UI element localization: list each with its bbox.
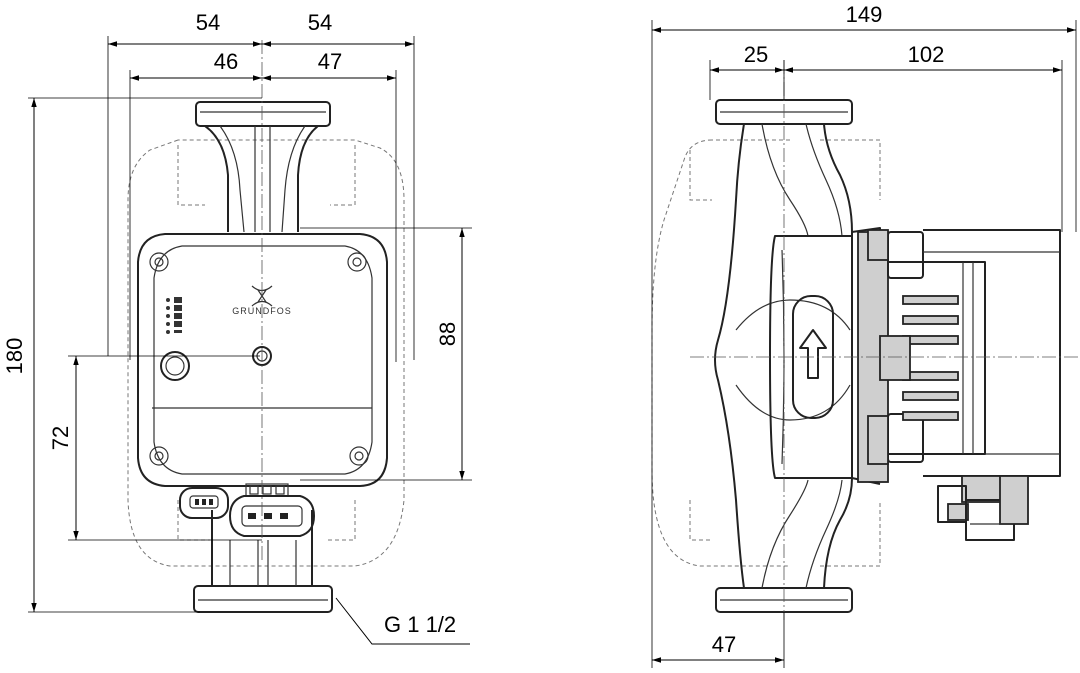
label-side-right: 102: [908, 42, 945, 67]
side-motor-body: [769, 235, 853, 479]
indicator-lights-icon: [166, 297, 182, 334]
label-front-inner-left: 46: [214, 49, 238, 74]
svg-text:GRUNDFOS: GRUNDFOS: [232, 306, 292, 316]
front-lower-neck: [211, 510, 313, 586]
side-insulation-outline: [651, 139, 790, 567]
label-front-inner-right: 47: [318, 49, 342, 74]
side-connector: [937, 475, 1029, 541]
label-side-left: 25: [744, 42, 768, 67]
front-top-flange: [195, 101, 331, 127]
label-front-outer-left: 54: [196, 10, 220, 35]
heat-sink-fins: [879, 262, 974, 454]
front-connector-large: [229, 483, 315, 537]
front-bottom-flange: [193, 585, 333, 613]
label-thread: G 1 1/2: [384, 612, 456, 637]
front-connector-small: [179, 487, 229, 519]
side-view: 149 25 102 47: [651, 2, 1078, 668]
label-side-bottom: 47: [712, 632, 736, 657]
label-front-outer-right: 54: [308, 10, 332, 35]
label-front-lower: 72: [48, 426, 73, 450]
mode-button-icon: [160, 351, 190, 381]
thread-leader: [335, 597, 470, 645]
front-control-box: [137, 233, 388, 487]
screw-icon: [149, 252, 369, 466]
side-electronics-housing: [923, 229, 1061, 477]
front-upper-neck: [204, 125, 319, 232]
front-view: GRUNDFOS: [2, 10, 472, 645]
label-front-height: 180: [2, 338, 27, 375]
label-front-box-height: 88: [435, 322, 460, 346]
front-insulation-outline: [127, 139, 405, 567]
label-side-total: 149: [846, 2, 883, 27]
